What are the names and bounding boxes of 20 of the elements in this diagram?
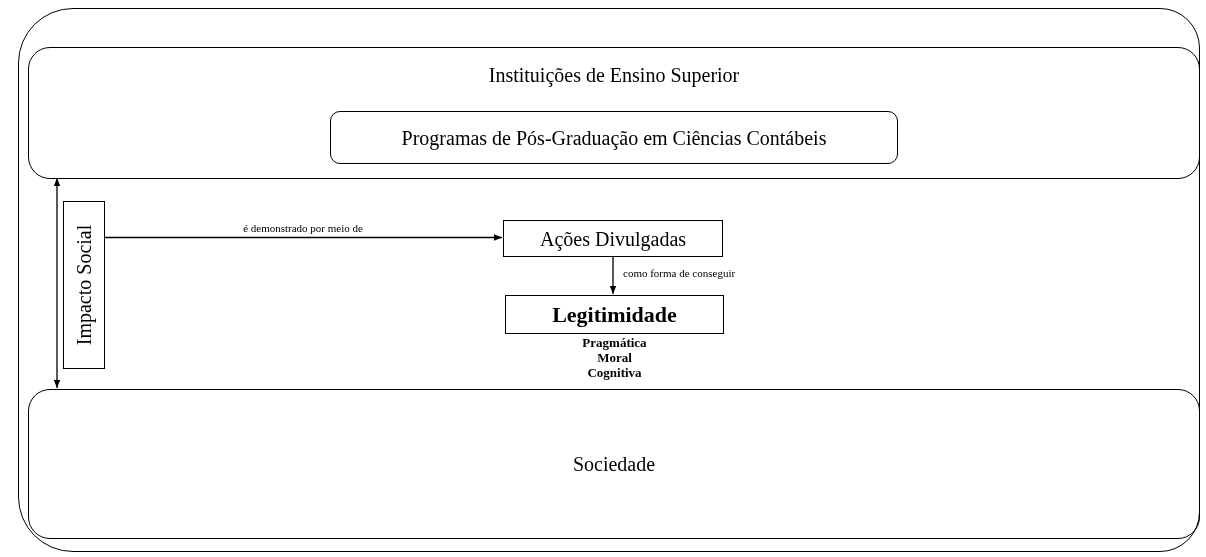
arrow bbox=[53, 177, 61, 389]
society-panel bbox=[28, 389, 1200, 539]
arrow bbox=[609, 255, 617, 295]
frame-box bbox=[18, 8, 1200, 552]
process-box bbox=[503, 220, 723, 257]
program-box bbox=[330, 111, 898, 164]
caption-text: Cognitiva bbox=[587, 365, 642, 380]
node-label: Legitimidade bbox=[552, 301, 677, 328]
caption-text: Pragmática bbox=[582, 335, 647, 350]
node-label: Sociedade bbox=[572, 452, 656, 476]
process-box bbox=[505, 295, 724, 334]
edge-label: como forma de conseguir bbox=[621, 267, 738, 279]
arrow bbox=[103, 234, 503, 241]
node-label: Instituições de Ensino Superior bbox=[487, 64, 741, 87]
node-label: Impacto Social bbox=[72, 224, 96, 346]
node-label: Ações Divulgadas bbox=[539, 227, 687, 250]
process-box bbox=[63, 201, 105, 369]
caption-text: Moral bbox=[597, 350, 632, 365]
institution-panel bbox=[28, 47, 1200, 179]
node-label: Programas de Pós-Graduação em Ciências Contábeis bbox=[401, 126, 827, 149]
